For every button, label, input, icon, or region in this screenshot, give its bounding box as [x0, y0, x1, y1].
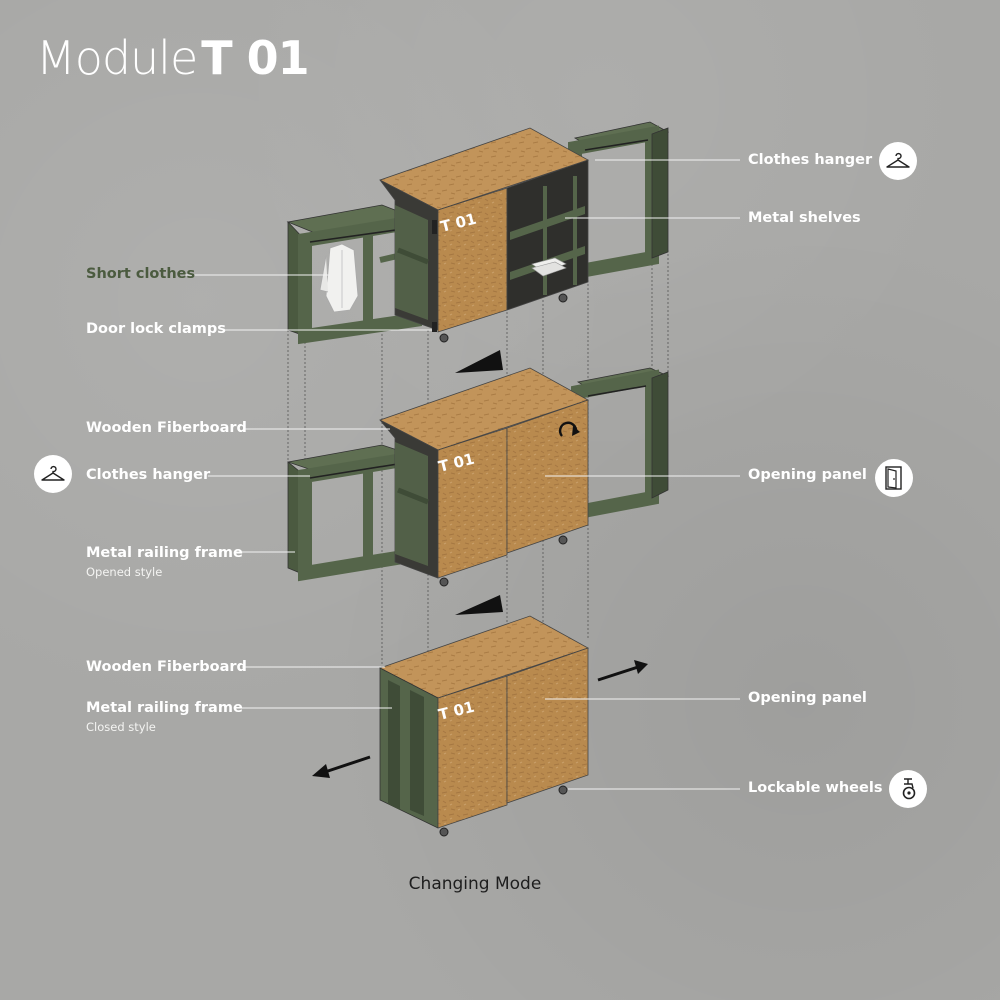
module-top-opened: T 01: [286, 121, 670, 345]
title-prefix: Module: [36, 31, 198, 85]
label-metal-railing-frame-bottom: Metal railing frame: [86, 700, 243, 716]
module-middle-opened: T 01: [287, 367, 670, 587]
right-railing-frame-mid: [571, 367, 670, 521]
label-short-clothes: Short clothes: [86, 266, 196, 282]
door-icon: [875, 459, 913, 497]
transition-arrow-1: [455, 350, 503, 373]
diagram-caption: Changing Mode: [408, 874, 542, 894]
opening-panel-bottom: [506, 647, 589, 804]
label-wooden-fiberboard-bottom: Wooden Fiberboard: [86, 659, 247, 675]
label-clothes-hanger-mid: Clothes hanger: [86, 467, 211, 483]
cabinet-front-panel-bottom: [437, 675, 508, 829]
label-door-lock-clamps: Door lock clamps: [86, 321, 226, 337]
cabinet-front-panel-mid: [437, 427, 508, 579]
label-opening-panel-mid: Opening panel: [748, 467, 867, 483]
module-bottom-closed: T 01: [312, 615, 648, 837]
door-lock-clamp-lower: [432, 322, 437, 332]
label-wooden-fiberboard-mid: Wooden Fiberboard: [86, 420, 247, 436]
caster-wheel-icon: [889, 770, 927, 808]
door-lock-clamp-upper: [432, 220, 437, 234]
label-opening-panel-bottom: Opening panel: [748, 690, 867, 706]
label-clothes-hanger-top: Clothes hanger: [748, 152, 873, 168]
clothes-hanger-icon: [34, 455, 72, 493]
transition-arrow-2: [455, 595, 503, 615]
label-opened-style: Opened style: [86, 565, 163, 579]
metal-shelves: [510, 176, 585, 295]
page-title: ModuleT 01: [36, 28, 310, 88]
title-code: T 01: [201, 31, 309, 85]
slide-arrow-left: [312, 755, 371, 778]
label-metal-railing-frame-mid: Metal railing frame: [86, 545, 243, 561]
slide-arrow-right: [597, 660, 648, 682]
lockable-wheel: [558, 785, 568, 795]
right-railing-frame-top: [568, 121, 670, 281]
label-closed-style: Closed style: [86, 720, 156, 734]
label-metal-shelves: Metal shelves: [748, 210, 861, 226]
rotate-icon: [558, 421, 580, 437]
short-clothes-shirt: [319, 243, 359, 313]
leader-lines: [185, 159, 740, 790]
clothes-hanger-icon: [879, 142, 917, 180]
label-lockable-wheels: Lockable wheels: [748, 780, 883, 796]
